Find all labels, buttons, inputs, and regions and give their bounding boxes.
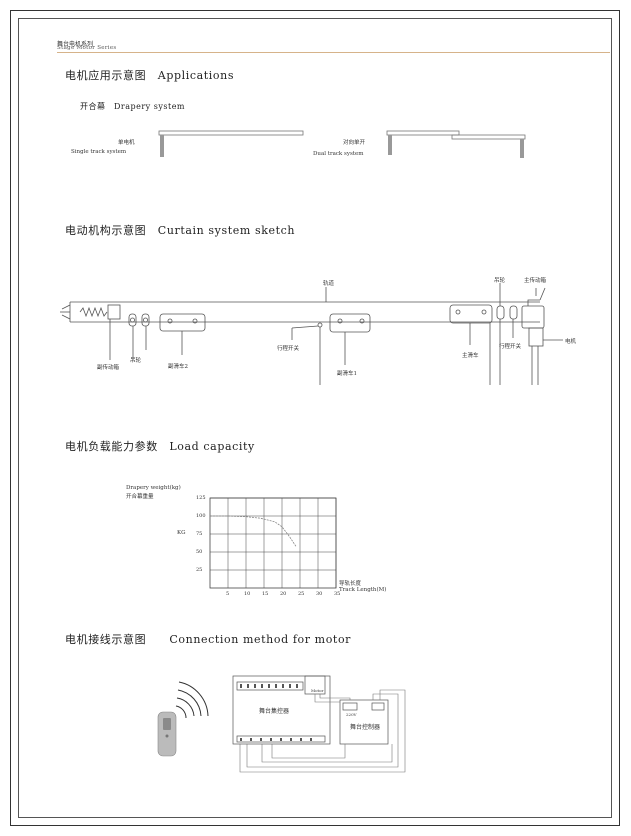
wireless-signal-icon: [175, 681, 209, 719]
label-pulley-right: 吊轮: [494, 278, 506, 284]
x-tick-label: 5: [226, 591, 230, 597]
y-tick-label: 75: [196, 531, 203, 537]
y-tick-label: 125: [196, 495, 206, 501]
header-rule: [57, 52, 610, 53]
label-motor: 电机: [565, 339, 577, 345]
remote-control-icon: [157, 711, 177, 757]
label-main-drive: 主传动箱: [524, 278, 547, 284]
chart-xlabel-cn: 导轨长度: [339, 581, 362, 587]
x-tick-label: 25: [298, 591, 305, 597]
dual-track-drawing: [386, 130, 526, 158]
dual-track-cn: 对向单开: [343, 140, 366, 146]
series-title-cn: 舞台电机系列: [57, 41, 94, 48]
chart-yunit: KG: [177, 530, 186, 536]
chart-xlabel-en: Track Length(M): [339, 587, 387, 593]
chart-ylabel-cn: 开合幕重量: [126, 494, 154, 500]
page-inner-frame: [18, 18, 612, 818]
single-track-en: Single track system: [71, 149, 127, 155]
section-title-connection: 电机接线示意图 Connection method for motor: [65, 633, 352, 646]
x-tick-label: 35: [334, 591, 341, 597]
single-track-drawing: [158, 130, 304, 157]
label-aux-carrier-2: 副滑车2: [168, 364, 188, 370]
label-limit-switch-right: 行程开关: [499, 344, 522, 350]
wiring: [239, 689, 406, 773]
label-pulley-left: 吊轮: [130, 358, 142, 364]
y-tick-label: 25: [196, 567, 203, 573]
label-track: 轨道: [323, 281, 335, 287]
terminal-motor-label: Motor: [311, 688, 324, 693]
series-title-en: Stage Motor Series: [57, 45, 117, 51]
x-tick-label: 30: [316, 591, 323, 597]
y-tick-label: 100: [196, 513, 206, 519]
x-tick-label: 20: [280, 591, 287, 597]
chart-ylabel-en: Drapery weight(kg): [126, 485, 181, 491]
chart-grid: [209, 497, 337, 589]
stage-controller-label: 舞台控制器: [350, 724, 381, 731]
voltage-label: 220V: [346, 712, 357, 717]
page-outer-frame: [10, 10, 620, 826]
x-tick-label: 15: [262, 591, 269, 597]
dual-track-en: Dual track system: [313, 151, 364, 157]
label-limit-switch-left: 行程开关: [277, 346, 300, 352]
series-load-curve: [210, 515, 297, 548]
label-aux-carrier-1: 副滑车1: [337, 371, 357, 377]
master-controller-label: 舞台集控器: [259, 708, 290, 715]
label-aux-drive: 副传动箱: [97, 365, 120, 371]
section-title-sketch: 电动机构示意图 Curtain system sketch: [65, 224, 296, 237]
drapery-system-label: 开合幕 Drapery system: [80, 102, 186, 111]
single-track-cn: 单电机: [118, 140, 135, 146]
master-controller-box: [232, 675, 331, 745]
label-main-carrier: 主滑车: [462, 353, 479, 359]
y-tick-label: 50: [196, 549, 203, 555]
section-title-load: 电机负载能力参数 Load capacity: [65, 440, 255, 453]
stage-controller-box: [339, 699, 389, 745]
x-tick-label: 10: [244, 591, 251, 597]
section-title-applications: 电机应用示意图 Applications: [65, 69, 235, 82]
